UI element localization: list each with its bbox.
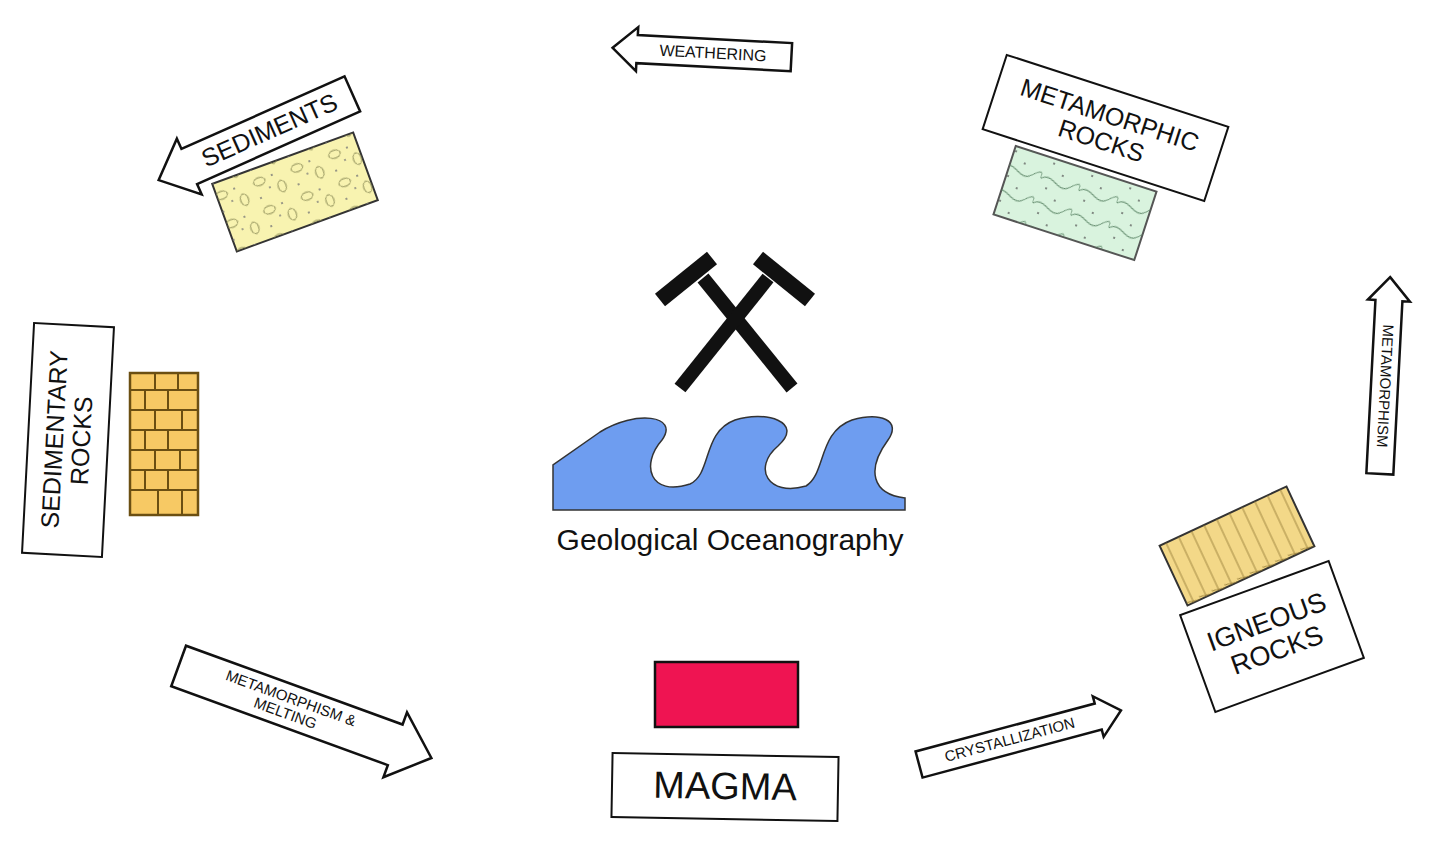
node-text: MAGMA bbox=[653, 765, 797, 809]
node-text: METAMORPHIC ROCKS bbox=[1006, 72, 1204, 183]
waves-logo bbox=[553, 416, 905, 510]
process-arrow: SEDIMENTS bbox=[144, 64, 366, 210]
rock-label-box: MAGMA bbox=[610, 752, 839, 822]
arrow-shape bbox=[167, 634, 443, 791]
sedimentary-rock-sample bbox=[130, 373, 198, 515]
hammers-logo bbox=[660, 258, 810, 388]
node-text: IGNEOUS ROCKS bbox=[1201, 586, 1343, 686]
rock-label-box: SEDIMENTARY ROCKS bbox=[21, 322, 115, 558]
logo-caption: Geological Oceanography bbox=[557, 523, 904, 557]
rock-label-box: IGNEOUS ROCKS bbox=[1179, 559, 1365, 712]
process-arrow: CRYSTALLIZATION bbox=[912, 688, 1128, 786]
node-text: SEDIMENTARY ROCKS bbox=[35, 339, 100, 542]
process-arrow: METAMORPHISM bbox=[1357, 274, 1412, 476]
magma-sample bbox=[655, 662, 798, 727]
arrow-shape bbox=[611, 25, 792, 78]
rock-label-box: METAMORPHIC ROCKS bbox=[981, 54, 1229, 203]
arrow-shape bbox=[146, 66, 364, 208]
arrow-shape bbox=[914, 690, 1127, 785]
process-arrow: METAMORPHISM & MELTING bbox=[165, 632, 445, 793]
arrow-shape bbox=[1359, 276, 1411, 475]
process-arrow: WEATHERING bbox=[610, 24, 794, 80]
